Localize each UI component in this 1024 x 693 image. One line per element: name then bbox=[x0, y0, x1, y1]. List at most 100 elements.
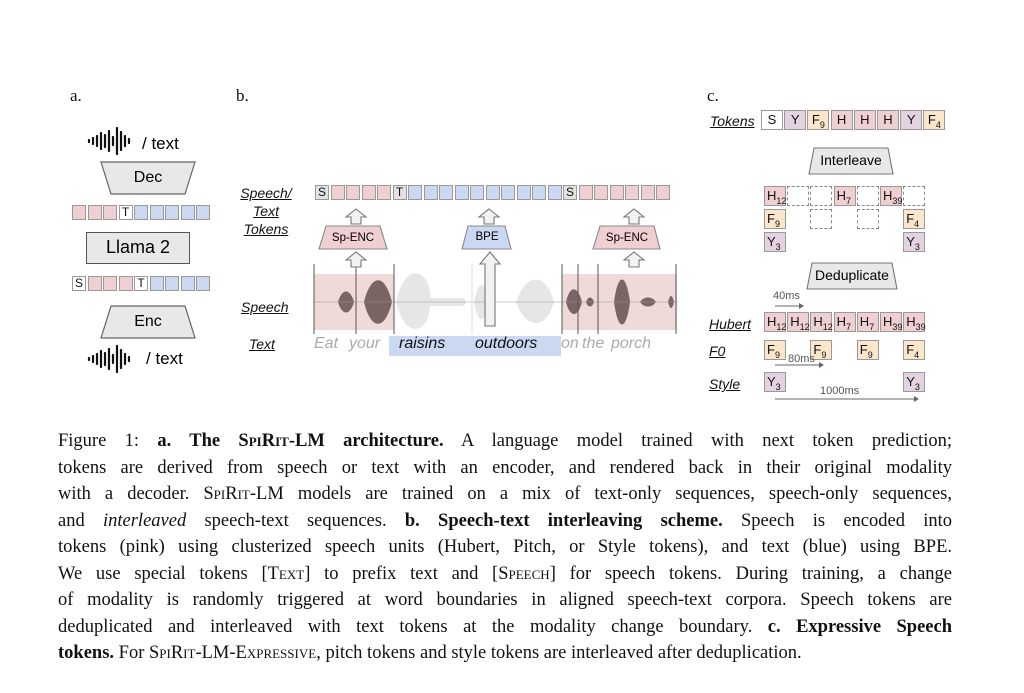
token-letter: Y bbox=[906, 374, 915, 389]
token-subscript: 3 bbox=[914, 242, 920, 252]
token-letter: H bbox=[767, 314, 777, 329]
tokens-row-label: Tokens bbox=[710, 113, 755, 129]
bpe-block bbox=[461, 225, 512, 250]
style-token: Y bbox=[900, 110, 923, 130]
token-letter: F bbox=[859, 342, 868, 357]
text-token bbox=[165, 205, 179, 220]
caption-text: For bbox=[114, 643, 149, 663]
speech-token bbox=[118, 276, 133, 291]
text-token bbox=[439, 185, 453, 200]
text-row-label: Text bbox=[249, 336, 275, 352]
speech-token bbox=[87, 205, 102, 220]
hubert-token: H12 bbox=[787, 312, 810, 332]
word-speech: the bbox=[582, 335, 605, 352]
token-letter: H bbox=[813, 314, 823, 329]
caption-line: We use special tokens [Text] to prefix t… bbox=[58, 561, 952, 588]
style-token: Y3 bbox=[764, 372, 786, 392]
caption-text: We use special tokens [ bbox=[58, 563, 268, 584]
token-subscript: 4 bbox=[935, 120, 941, 130]
token-subscript: 3 bbox=[775, 382, 781, 392]
special-token: T bbox=[118, 205, 133, 220]
token-letter: F bbox=[767, 211, 775, 226]
caption-text: SpiRit bbox=[148, 643, 196, 663]
text-token bbox=[149, 276, 164, 291]
encoder-block bbox=[100, 305, 196, 339]
encoder-label: Enc bbox=[134, 313, 162, 330]
hubert-timing-label: 40ms bbox=[773, 290, 800, 302]
token-subscript: 4 bbox=[914, 219, 920, 229]
text-token bbox=[423, 185, 438, 200]
caption-line: of modality is randomly triggered at wor… bbox=[58, 587, 952, 614]
token-letter: Y bbox=[906, 112, 916, 127]
empty-slot bbox=[903, 186, 926, 206]
llama-2-model-block: Llama 2 bbox=[86, 232, 190, 264]
input-modality-label: / text bbox=[146, 349, 183, 368]
speech-token bbox=[594, 185, 608, 200]
hubert-token: H7 bbox=[856, 312, 879, 332]
hubert-token: H bbox=[830, 110, 853, 130]
token-letter: F bbox=[811, 112, 820, 127]
speech-token bbox=[103, 205, 117, 220]
token-subscript: 7 bbox=[845, 322, 851, 332]
caption-text: Text bbox=[267, 563, 305, 584]
token-subscript: 3 bbox=[775, 242, 781, 252]
white-token: S bbox=[761, 110, 783, 130]
speech-row-label: Speech bbox=[241, 299, 289, 315]
pitch-token: F9 bbox=[764, 340, 786, 360]
deduplicate-block bbox=[806, 262, 898, 290]
token-letter: H bbox=[883, 188, 893, 203]
caption-text: of modality is randomly triggered at wor… bbox=[58, 590, 952, 610]
token-letter: H bbox=[836, 112, 847, 127]
word-speech: porch bbox=[611, 335, 652, 352]
speech-text-tokens-row-label: Speech/ Text Tokens bbox=[238, 184, 294, 238]
caption-text: A language model trained with next token… bbox=[443, 431, 952, 451]
speech-token bbox=[103, 276, 117, 291]
token-letter: H bbox=[836, 188, 846, 203]
token-subscript: 4 bbox=[914, 350, 920, 360]
text-token bbox=[134, 205, 148, 220]
token-subscript: 12 bbox=[776, 322, 787, 332]
figure-caption: Figure 1: a. The SpiRit-LM architecture.… bbox=[58, 428, 952, 667]
token-subscript: 12 bbox=[822, 322, 833, 332]
hubert-token: H12 bbox=[810, 312, 833, 332]
text-token bbox=[196, 276, 210, 291]
caption-line: tokens. For SpiRit-LM-Expressive, pitch … bbox=[58, 640, 952, 667]
speech-token bbox=[72, 205, 86, 220]
token-letter: F bbox=[906, 211, 915, 226]
caption-text: Expressive bbox=[235, 643, 317, 663]
text-token bbox=[180, 205, 195, 220]
empty-slot bbox=[787, 186, 810, 206]
token-letter: H bbox=[767, 188, 777, 203]
text-token bbox=[180, 276, 195, 291]
special-token: T bbox=[134, 276, 148, 291]
caption-text: c. Expressive Speech bbox=[767, 616, 952, 637]
decoder-label: Dec bbox=[133, 169, 163, 186]
token-letter: Y bbox=[767, 374, 776, 389]
deduplicate-label: Deduplicate bbox=[815, 267, 889, 283]
up-arrow-icon bbox=[622, 208, 646, 225]
token-letter: F bbox=[906, 342, 915, 357]
token-subscript: 39 bbox=[892, 196, 903, 206]
caption-text: SpiRit bbox=[238, 431, 289, 451]
hubert-token: H39 bbox=[880, 312, 902, 332]
panel-c-label: c. bbox=[707, 86, 719, 105]
word-speech: Eat bbox=[314, 335, 339, 352]
style-timing-label: 1000ms bbox=[820, 385, 860, 397]
speech-token bbox=[87, 276, 102, 291]
caption-text: tokens are derived from speech or text w… bbox=[58, 457, 952, 478]
token-letter: H bbox=[906, 314, 916, 329]
caption-text: deduplicated and interleaved with text t… bbox=[58, 616, 768, 637]
style-token: Y3 bbox=[764, 232, 786, 252]
token-subscript: 7 bbox=[869, 322, 875, 332]
sp-enc-block-1 bbox=[318, 225, 388, 250]
empty-slot bbox=[810, 209, 833, 229]
caption-text: interleaved bbox=[102, 510, 187, 531]
f0-timing-arrow bbox=[775, 362, 824, 368]
text-token bbox=[547, 185, 562, 200]
style-token: Y bbox=[784, 110, 807, 130]
hubert-token: H12 bbox=[764, 186, 786, 206]
caption-text: -LM- bbox=[195, 643, 236, 663]
token-subscript: 9 bbox=[821, 350, 827, 360]
token-letter: Y bbox=[790, 112, 800, 127]
text-token bbox=[196, 205, 210, 220]
